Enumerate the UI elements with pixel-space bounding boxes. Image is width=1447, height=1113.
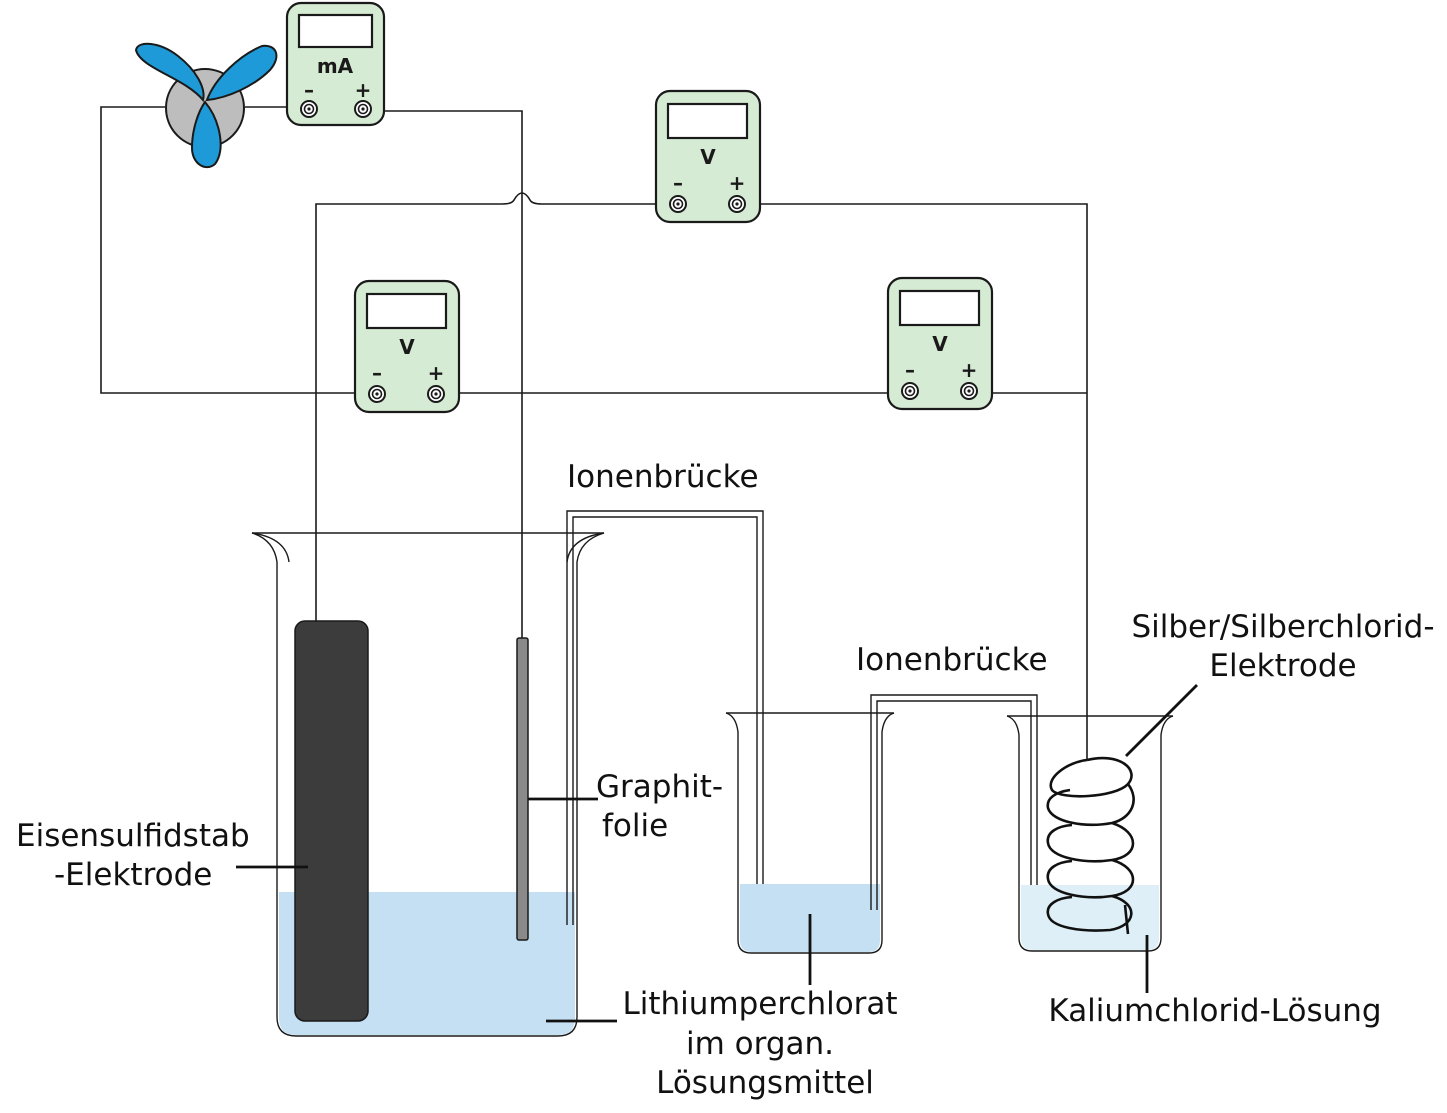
- fan-blade-bottom: [190, 100, 222, 169]
- voltmeter-top-minus-label: –: [673, 171, 683, 195]
- silver-electrode-label-line2: Elektrode: [1209, 648, 1356, 684]
- ion-bridge-2: [870, 694, 1038, 910]
- ammeter-unit-label: mA: [317, 54, 354, 78]
- electrolyte-label-line2: im organ.: [686, 1026, 834, 1062]
- large-beaker-outer-wall: [251, 532, 605, 1037]
- graphite-label-line1: Graphit-: [596, 769, 723, 805]
- fan-blade-right: [205, 44, 278, 102]
- voltmeter-right-display: [898, 289, 981, 327]
- voltmeter-left-negative-terminal[interactable]: [368, 385, 386, 403]
- large-beaker-inner-rim: [251, 532, 605, 563]
- silver-electrode-leader-line: [1125, 684, 1198, 757]
- silver-electrode-label-line1: Silber/Silberchlorid-: [1131, 609, 1434, 645]
- electrolyte-label-line1: Lithiumperchlorat: [622, 986, 897, 1022]
- leader-lines: [236, 684, 1198, 1023]
- voltmeter-left-plus-label: +: [428, 361, 445, 385]
- kcl-beaker-solution: [1021, 885, 1159, 950]
- graphite-label-line2: folie: [602, 808, 668, 844]
- voltmeter-right-positive-terminal[interactable]: [960, 382, 978, 400]
- voltmeter-right-plus-label: +: [961, 358, 978, 382]
- voltmeter-top-unit-label: V: [700, 145, 716, 169]
- labels: Ionenbrücke Ionenbrücke Silber/Silberchl…: [16, 459, 1435, 1101]
- voltmeter-top-positive-terminal[interactable]: [728, 195, 746, 213]
- voltmeter-right-minus-label: –: [905, 358, 915, 382]
- iron-sulfide-label-line1: Eisensulfidstab: [16, 818, 250, 854]
- fan-left-wire: [100, 106, 357, 394]
- ion-bridge-2-outer: [870, 694, 1038, 910]
- silver-chloride-coil: [1046, 756, 1135, 935]
- ion-bridge-1-outer: [566, 510, 764, 925]
- top-voltmeter-to-silver-wire: [760, 203, 1088, 760]
- voltmeter-left-display: [365, 292, 448, 330]
- voltmeter-top: V – +: [654, 89, 762, 224]
- ion-bridge-1-label: Ionenbrücke: [567, 459, 759, 495]
- fan-motor: [134, 42, 278, 169]
- ammeter-positive-terminal[interactable]: [354, 100, 372, 118]
- ion-bridge-2-inner: [876, 700, 1032, 910]
- voltmeter-right-negative-terminal[interactable]: [901, 382, 919, 400]
- kcl-beaker: [1006, 715, 1174, 952]
- iron-sulfide-label-line2: -Elektrode: [54, 857, 212, 893]
- ammeter: mA – +: [285, 1, 386, 127]
- ion-bridge-2-label: Ionenbrücke: [856, 642, 1048, 678]
- voltmeter-right-unit-label: V: [932, 332, 948, 356]
- voltmeter-top-negative-terminal[interactable]: [669, 195, 687, 213]
- voltmeter-left-minus-label: –: [372, 361, 382, 385]
- ion-bridge-1: [566, 510, 764, 925]
- top-voltmeter-to-ironsulfide-wire: [315, 192, 656, 623]
- kcl-solution-label: Kaliumchlorid-Lösung: [1048, 993, 1381, 1029]
- ammeter-minus-label: –: [304, 78, 314, 102]
- electrolyte-label-line3: Lösungsmittel: [656, 1065, 874, 1101]
- large-beaker: [251, 532, 605, 1037]
- kcl-beaker-outer-wall: [1006, 715, 1174, 952]
- ammeter-display: [297, 13, 374, 49]
- fan-blade-left: [134, 42, 205, 103]
- ammeter-negative-terminal[interactable]: [300, 100, 318, 118]
- voltmeter-left: V – +: [353, 279, 461, 414]
- circuit-wires: [100, 106, 1088, 760]
- voltmeter-left-unit-label: V: [399, 335, 415, 359]
- voltmeter-right: V – +: [886, 276, 994, 411]
- voltmeter-left-positive-terminal[interactable]: [427, 385, 445, 403]
- ammeter-plus-label: +: [355, 78, 372, 102]
- ion-bridge-1-inner: [572, 516, 758, 925]
- voltmeter-top-plus-label: +: [729, 171, 746, 195]
- ammeter-to-graphite-wire: [385, 110, 523, 640]
- graphite-foil: [516, 637, 529, 941]
- voltmeter-top-display: [666, 102, 749, 140]
- iron-sulfide-rod: [294, 620, 369, 1022]
